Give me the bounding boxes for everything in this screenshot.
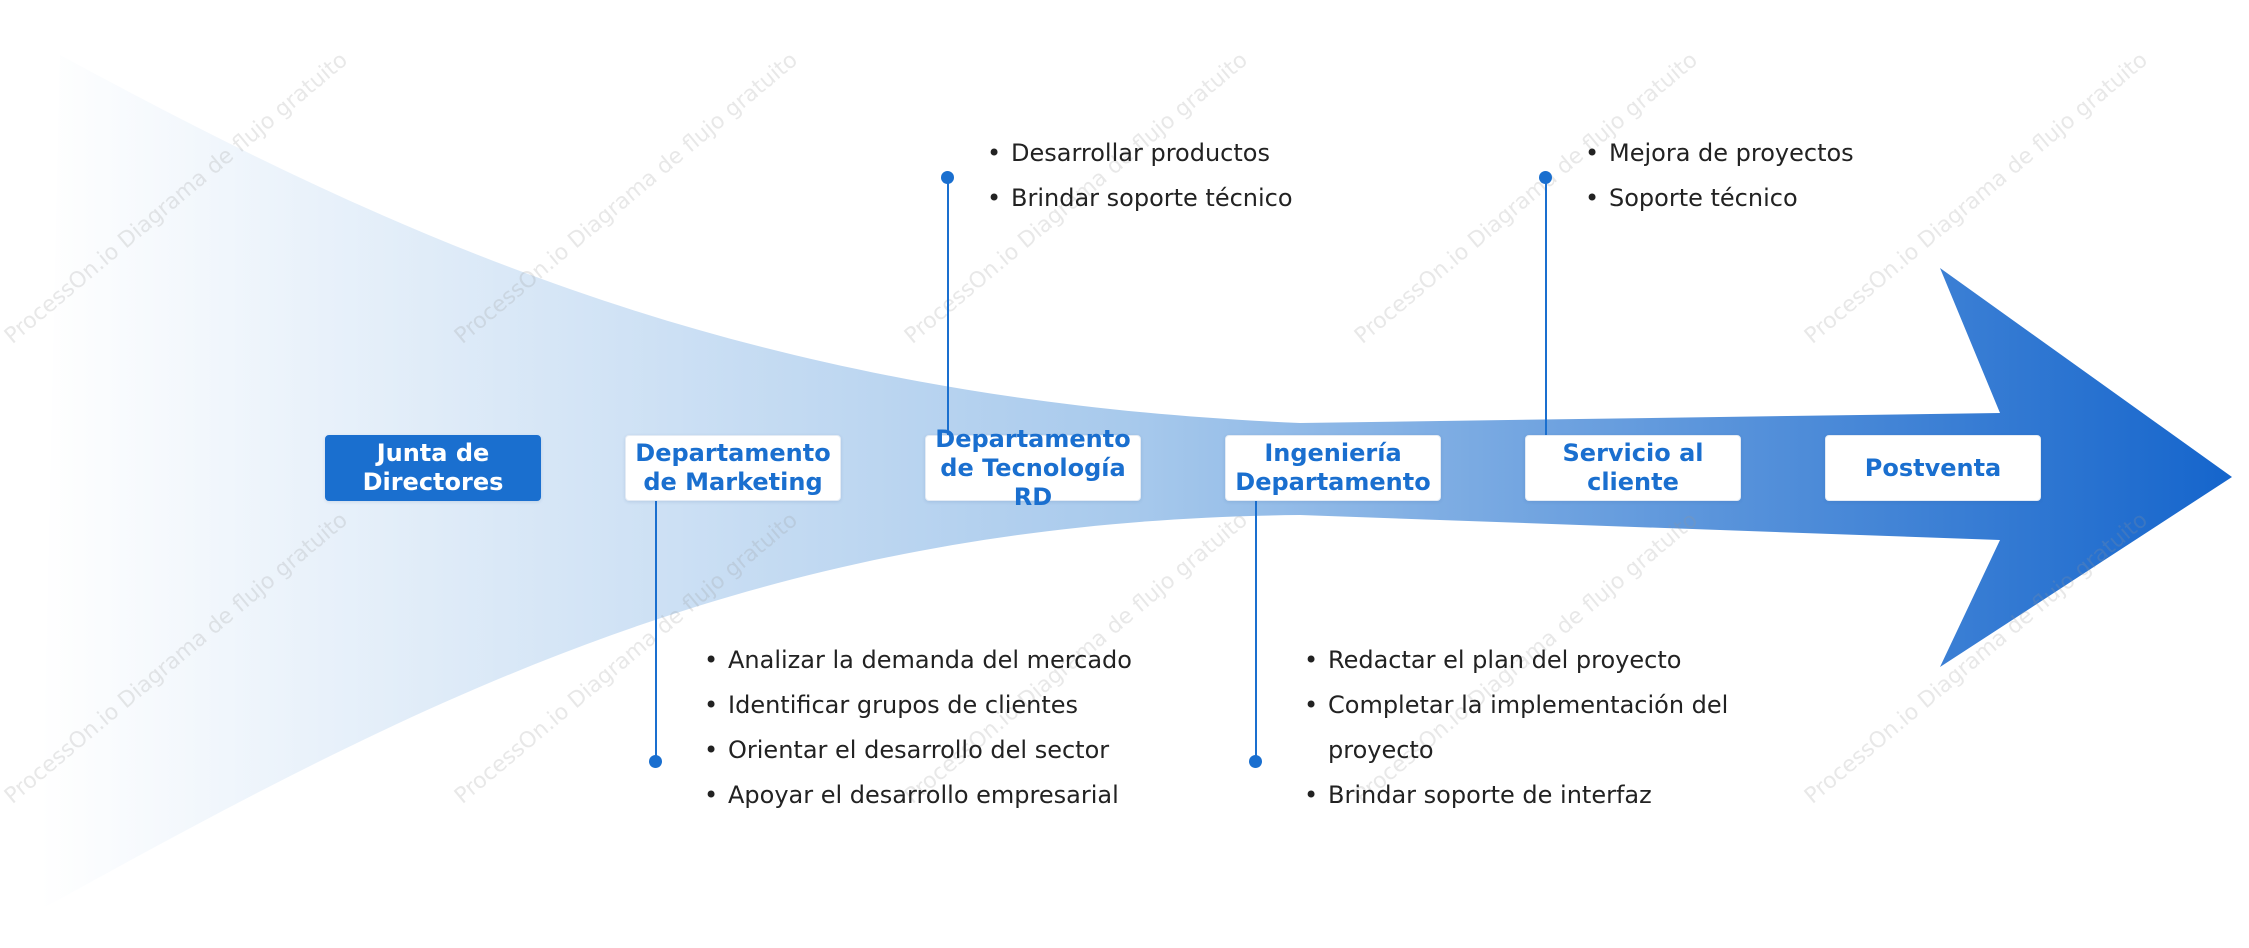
connector-tecnologia [947, 178, 949, 440]
connector-marketing [655, 490, 657, 758]
node-postventa[interactable]: Postventa [1825, 435, 2041, 501]
connector-servicio [1545, 178, 1547, 450]
callout-item: Brindar soporte técnico [987, 176, 1407, 221]
connector-ingenieria [1255, 490, 1257, 758]
callout-tecnologia: Desarrollar productos Brindar soporte té… [987, 131, 1407, 221]
callout-item: Mejora de proyectos [1585, 131, 2005, 176]
connector-dot-tecnologia [941, 171, 954, 184]
callout-item: Completar la implementación del proyecto [1304, 683, 1734, 773]
connector-dot-servicio [1539, 171, 1552, 184]
node-departamento-marketing[interactable]: Departamento de Marketing [625, 435, 841, 501]
callout-marketing: Analizar la demanda del mercado Identifi… [704, 638, 1174, 818]
callout-ingenieria: Redactar el plan del proyecto Completar … [1304, 638, 1734, 818]
callout-item: Identificar grupos de clientes [704, 683, 1174, 728]
callout-item: Brindar soporte de interfaz [1304, 773, 1734, 818]
callout-item: Orientar el desarrollo del sector [704, 728, 1174, 773]
node-servicio-al-cliente[interactable]: Servicio al cliente [1525, 435, 1741, 501]
callout-item: Apoyar el desarrollo empresarial [704, 773, 1174, 818]
node-ingenieria-departamento[interactable]: Ingeniería Departamento [1225, 435, 1441, 501]
callout-item: Soporte técnico [1585, 176, 2005, 221]
callout-servicio: Mejora de proyectos Soporte técnico [1585, 131, 2005, 221]
callout-item: Desarrollar productos [987, 131, 1407, 176]
connector-dot-ingenieria [1249, 755, 1262, 768]
node-junta-de-directores[interactable]: Junta de Directores [325, 435, 541, 501]
connector-dot-marketing [649, 755, 662, 768]
callout-item: Analizar la demanda del mercado [704, 638, 1174, 683]
node-departamento-tecnologia-rd[interactable]: Departamento de Tecnología RD [925, 425, 1141, 511]
callout-item: Redactar el plan del proyecto [1304, 638, 1734, 683]
